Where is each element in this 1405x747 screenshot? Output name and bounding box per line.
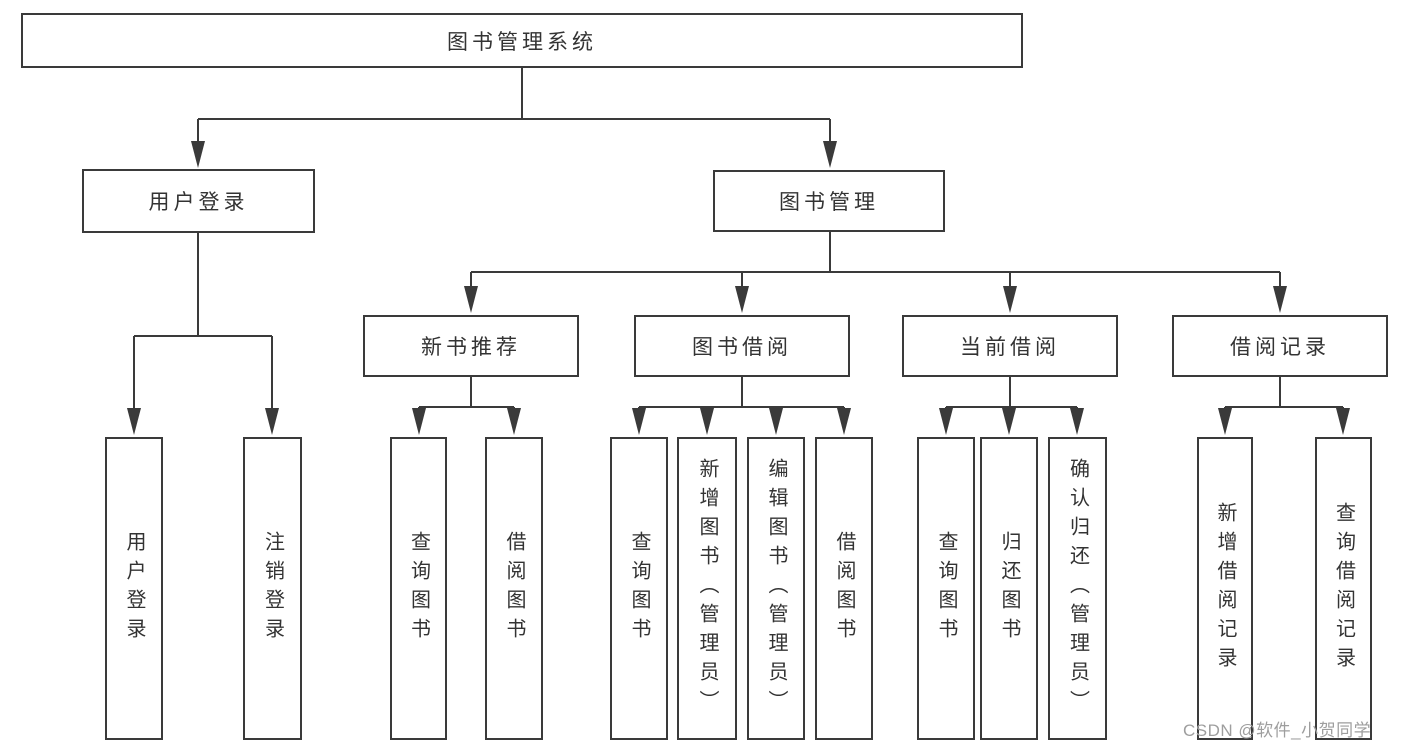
leaf-records-add: 新增借阅记录 — [1197, 437, 1253, 740]
arrowhead-icon — [464, 286, 478, 313]
leaf-logout: 注销登录 — [243, 437, 302, 740]
leaf-borrow-query: 查询图书 — [610, 437, 668, 740]
leaf-current-confirm: 确认归还（管理员） — [1048, 437, 1107, 740]
arrowhead-icon — [1003, 286, 1017, 313]
node-root: 图书管理系统 — [21, 13, 1023, 68]
arrowhead-icon — [1218, 408, 1232, 435]
arrowhead-icon — [412, 408, 426, 435]
leaf-records-query: 查询借阅记录 — [1315, 437, 1372, 740]
leaf-current-query: 查询图书 — [917, 437, 975, 740]
node-new-books: 新书推荐 — [363, 315, 579, 377]
arrowhead-icon — [191, 141, 205, 168]
leaf-current-return: 归还图书 — [980, 437, 1038, 740]
leaf-borrow-add: 新增图书（管理员） — [677, 437, 737, 740]
arrowhead-icon — [127, 408, 141, 435]
arrowhead-icon — [1336, 408, 1350, 435]
arrowhead-icon — [632, 408, 646, 435]
arrowhead-icon — [823, 141, 837, 168]
arrowhead-icon — [1002, 408, 1016, 435]
arrowhead-icon — [939, 408, 953, 435]
arrowhead-icon — [507, 408, 521, 435]
arrowhead-icon — [265, 408, 279, 435]
node-book-mgmt: 图书管理 — [713, 170, 945, 232]
node-current-borrow: 当前借阅 — [902, 315, 1118, 377]
arrowhead-icon — [735, 286, 749, 313]
node-borrow-records: 借阅记录 — [1172, 315, 1388, 377]
leaf-user-login: 用户登录 — [105, 437, 163, 740]
arrowhead-icon — [1273, 286, 1287, 313]
arrowhead-icon — [1070, 408, 1084, 435]
leaf-newbooks-query: 查询图书 — [390, 437, 447, 740]
arrowhead-icon — [700, 408, 714, 435]
arrowhead-icon — [837, 408, 851, 435]
csdn-watermark: CSDN @软件_小贺同学 — [1183, 721, 1372, 740]
arrowhead-icon — [769, 408, 783, 435]
node-user-login: 用户登录 — [82, 169, 315, 233]
leaf-newbooks-borrow: 借阅图书 — [485, 437, 543, 740]
leaf-borrow-borrow: 借阅图书 — [815, 437, 873, 740]
leaf-borrow-edit: 编辑图书（管理员） — [747, 437, 805, 740]
node-book-borrow: 图书借阅 — [634, 315, 850, 377]
